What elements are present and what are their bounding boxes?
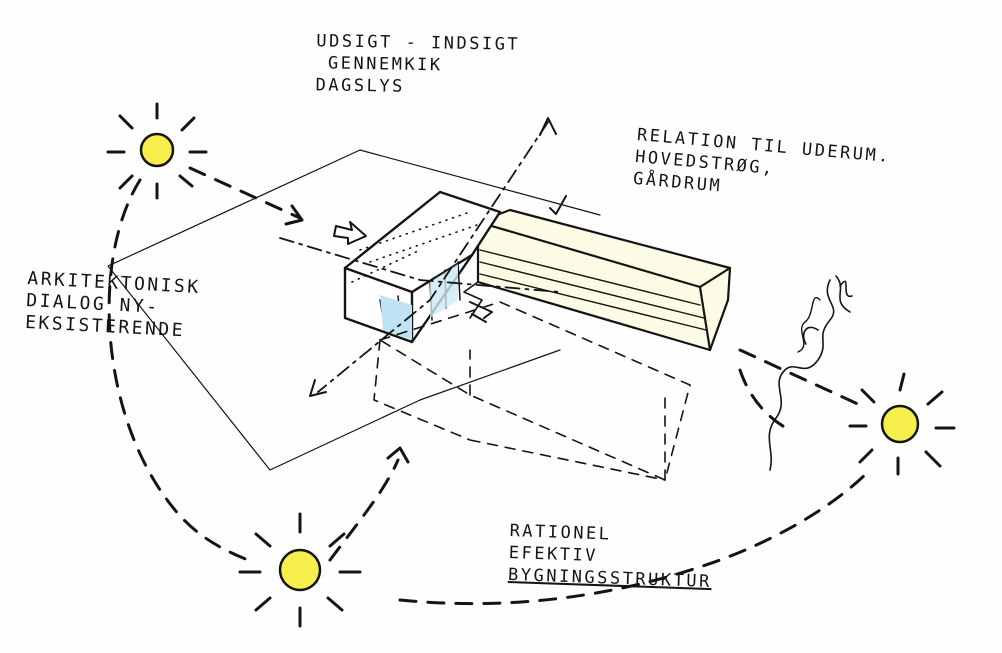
note-architectural-dialogue: ARKITEKTONISK DIALOG NY- EKSISTERENDE bbox=[25, 268, 202, 343]
tree-icon bbox=[768, 275, 853, 471]
arrow-icon bbox=[386, 446, 410, 464]
tree-icon bbox=[797, 297, 821, 353]
sun-icon bbox=[238, 512, 362, 628]
glass-building bbox=[343, 190, 502, 344]
note-view-daylight: UDSIGT - INDSIGT GENNEMKIK DAGSLYS bbox=[315, 30, 520, 100]
sun-path bbox=[107, 166, 872, 606]
new-building bbox=[463, 208, 732, 352]
note-line: DAGSLYS bbox=[315, 75, 405, 97]
sun-icon bbox=[106, 102, 208, 200]
sun-icon bbox=[848, 372, 956, 476]
view-axes bbox=[279, 121, 561, 393]
dashed-volume bbox=[379, 301, 691, 481]
arrow-icon bbox=[284, 204, 304, 226]
note-building-structure: RATIONEL EFEKTIV BYGNINGSSTRUKTUR bbox=[508, 520, 714, 593]
arrow-icon bbox=[539, 117, 557, 136]
site-outline bbox=[107, 149, 601, 471]
arrow-icon bbox=[333, 195, 567, 323]
arrow-icon bbox=[309, 379, 327, 397]
